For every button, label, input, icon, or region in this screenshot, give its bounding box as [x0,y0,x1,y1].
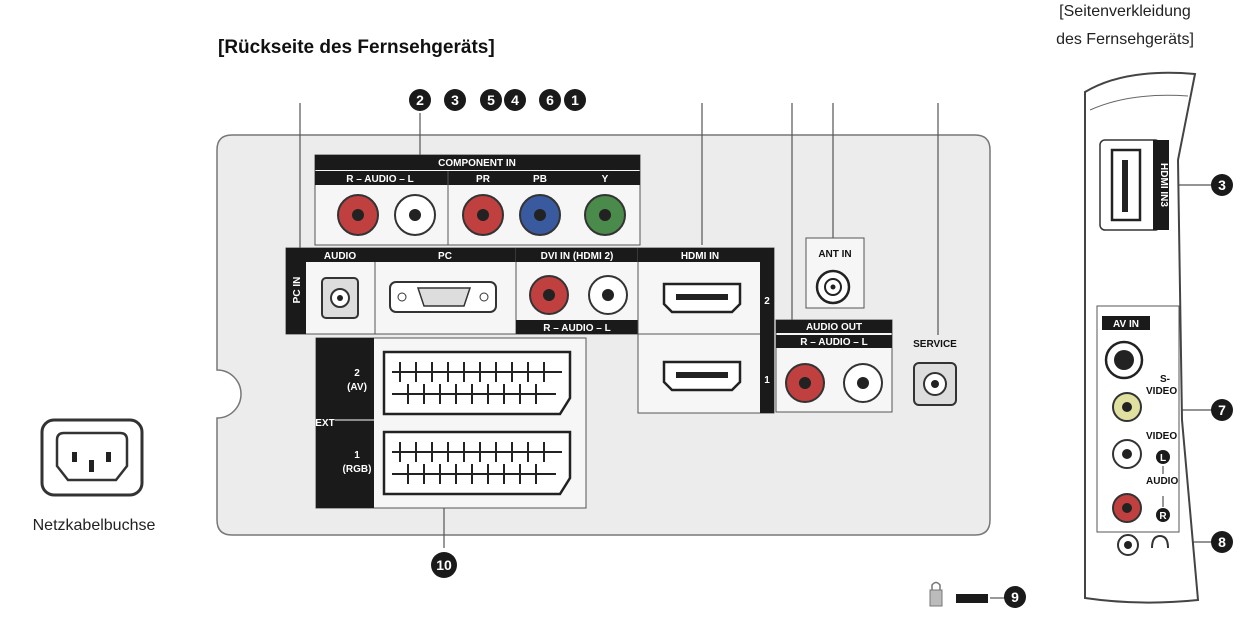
svg-text:4: 4 [511,92,519,108]
scart-1-port [382,430,572,496]
ext1-rgb-label: (RGB) [343,464,372,475]
service-label: SERVICE [913,339,957,350]
lock-slot [956,594,988,603]
callout-1: 1 [564,89,586,111]
y-label: Y [602,174,609,185]
callout-7: 7 [1211,399,1233,421]
ext2-num-label: 2 [354,368,360,379]
side-audio-label: AUDIO [1146,476,1178,487]
av-in-area [1096,305,1180,533]
hdmi-in3-label: HDMI IN3 [1158,163,1169,207]
ant-in-block: ANT IN [805,237,865,309]
rear-title: [Rückseite des Fernsehgeräts] [218,37,495,58]
svg-text:6: 6 [546,92,554,108]
callout-8: 8 [1211,531,1233,553]
leader-lines [299,103,1212,599]
hdmi-2-label: 2 [764,296,770,307]
hdmi-in-block: HDMI IN 2 1 [637,247,775,414]
component-audio-label: R – AUDIO – L [346,174,413,185]
callout-9: 9 [1004,586,1026,608]
audio-out-label: AUDIO OUT [806,322,862,333]
svg-text:1: 1 [571,92,579,108]
side-l-label: L [1160,453,1166,464]
pr-label: PR [476,174,491,185]
svg-text:10: 10 [436,557,452,573]
svg-text:8: 8 [1218,534,1226,550]
scart-2-port [382,350,572,416]
hdmi-in-label: HDMI IN [681,251,719,262]
kensington-lock [929,581,988,607]
svg-text:9: 9 [1011,589,1019,605]
callout-2: 2 [409,89,431,111]
ext2-av-label: (AV) [347,382,367,393]
ext-label: EXT [315,418,334,429]
component-in-block: COMPONENT IN R – AUDIO – L PR PB Y [314,154,641,246]
audio-out-rl-label: R – AUDIO – L [800,337,867,348]
power-socket-caption: Netzkabelbuchse [33,517,156,534]
callout-3: 3 [444,89,466,111]
svg-text:2: 2 [416,92,424,108]
svg-text:3: 3 [451,92,459,108]
callout-4: 4 [504,89,526,111]
pb-label: PB [533,174,547,185]
svg-text:3: 3 [1218,177,1226,193]
side-title-line2: des Fernsehgeräts] [1056,31,1194,48]
svg-text:5: 5 [487,92,495,108]
component-in-label: COMPONENT IN [438,158,516,169]
pc-in-label: PC IN [292,277,303,304]
side-r-label: R [1159,511,1167,522]
callout-5: 5 [480,89,502,111]
dvi-in-block: DVI IN (HDMI 2) R – AUDIO – L [515,247,639,335]
service-block: SERVICE [913,339,957,406]
ext1-num-label: 1 [354,450,360,461]
side-panel: HDMI IN3 AV IN S- VIDEO VIDEO L AUDIO R [1084,71,1200,604]
hdmi-1-label: 1 [764,375,770,386]
dvi-in-label: DVI IN (HDMI 2) [541,251,614,262]
svg-text:7: 7 [1218,402,1226,418]
headphone-icon [1151,534,1169,549]
dvi-audio-label: R – AUDIO – L [543,323,610,334]
av-in-label: AV IN [1113,319,1139,330]
side-title-line1: [Seitenverkleidung [1059,3,1191,20]
power-socket [40,418,144,497]
callout-6: 6 [539,89,561,111]
callout-10: 10 [431,552,457,578]
pc-in-block: PC IN AUDIO PC [285,247,517,335]
video-label: VIDEO [1146,431,1177,442]
callout-3-side: 3 [1211,174,1233,196]
ant-in-label: ANT IN [818,249,851,260]
s-video-label-b: VIDEO [1146,386,1177,397]
ext-scart-block: EXT 2 (AV) 1 (RGB) [315,337,587,509]
pc-label: PC [438,251,452,262]
s-video-label-a: S- [1160,374,1170,385]
pc-audio-label: AUDIO [324,251,356,262]
audio-out-block: AUDIO OUT R – AUDIO – L [775,319,893,413]
